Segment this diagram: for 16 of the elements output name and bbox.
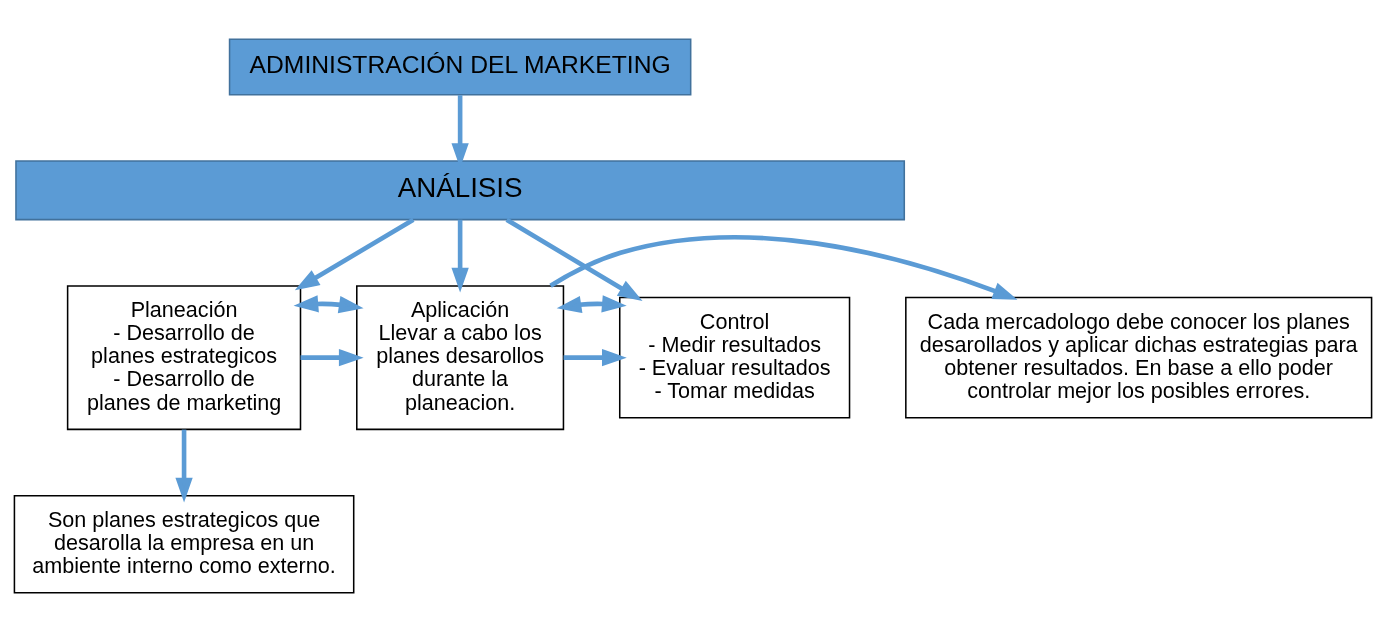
arrow	[549, 234, 1018, 300]
arrow	[294, 217, 415, 290]
arrow	[563, 348, 627, 366]
node-box: Planeación - Desarrollo de planes estrategicos - Desarrollo de planes de marketing	[66, 284, 302, 430]
node-box: ADMINISTRACIÓN DEL MARKETING	[228, 37, 692, 95]
node-box: Control - Medir resultados - Evaluar resultados - Tomar medidas	[618, 296, 851, 419]
arrow	[293, 294, 364, 313]
arrow	[556, 294, 627, 313]
node-box: Son planes estrategicos que desarolla la empresa en un ambiente interno como externo.	[13, 494, 355, 594]
arrow	[451, 219, 469, 293]
arrow	[505, 217, 643, 301]
arrow	[300, 348, 364, 366]
node-box: ANÁLISIS	[15, 159, 906, 220]
node-box: Cada mercadologo debe conocer los planes desarollados y aplicar dichas estrategias para obtener resultados. En base a ello poder controlar mejor los posibles errores.	[905, 296, 1373, 419]
arrow	[175, 429, 193, 502]
node-box: Aplicación Llevar a cabo los planes desarollos durante la planeacion.	[356, 284, 565, 430]
